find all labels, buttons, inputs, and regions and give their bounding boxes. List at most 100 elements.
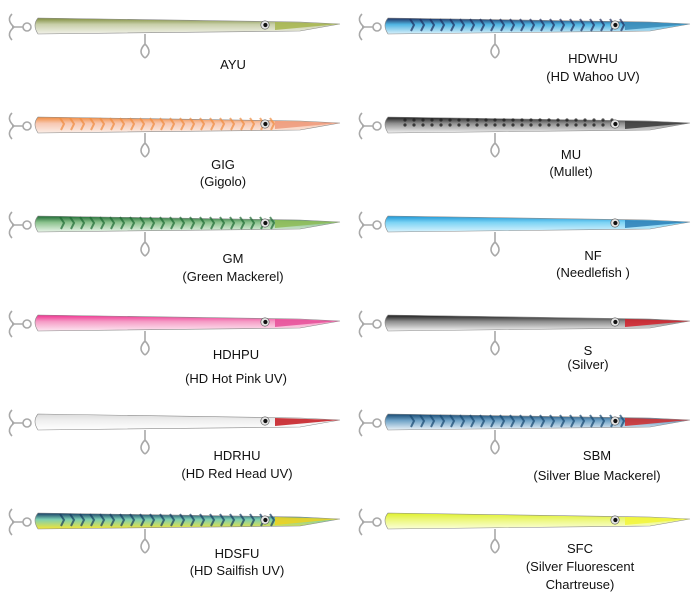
lure-color-name-label: (Mullet) <box>549 164 593 179</box>
pattern-stripe <box>429 18 436 32</box>
pattern-dot <box>403 123 407 127</box>
pattern-stripe <box>249 513 256 527</box>
pattern-stripe <box>489 18 496 32</box>
pattern-stripe <box>249 216 256 230</box>
pattern-stripe <box>589 414 596 428</box>
pattern-stripe <box>169 513 176 527</box>
pattern-stripe <box>619 414 626 428</box>
lure-nose <box>625 121 690 129</box>
pattern-dot <box>484 123 488 127</box>
pattern-stripe <box>579 18 586 32</box>
pupil-icon <box>263 319 268 325</box>
pupil-icon <box>613 418 618 424</box>
belly-hook-icon <box>140 34 150 59</box>
pupil-icon <box>263 418 268 424</box>
split-ring-icon <box>372 220 382 230</box>
pattern-stripe <box>449 414 456 428</box>
pattern-stripe <box>149 117 156 131</box>
pattern-stripe <box>509 414 516 428</box>
pattern-stripe <box>439 18 446 32</box>
lure-color-name-label: (Green Mackerel) <box>182 269 284 284</box>
pattern-stripe <box>559 414 566 428</box>
lure-item-mu: MU(Mullet) <box>350 99 700 198</box>
pattern-dot <box>583 123 587 127</box>
pattern-stripe <box>119 117 126 131</box>
pattern-stripe <box>99 216 106 230</box>
lure-item-gig: GIG(Gigolo) <box>0 99 350 198</box>
pattern-dot <box>547 118 551 122</box>
pattern-stripe <box>129 216 136 230</box>
pattern-stripe <box>549 414 556 428</box>
pattern-stripe <box>459 18 466 32</box>
pattern-stripe <box>239 117 246 131</box>
lure-color-name-label: (HD Red Head UV) <box>181 466 293 481</box>
pattern-stripe <box>129 513 136 527</box>
treble-hook-icon <box>8 409 23 437</box>
pattern-stripe <box>439 414 446 428</box>
belly-hook-icon <box>140 331 150 356</box>
lure-code-label: NF <box>584 248 602 263</box>
split-ring-icon <box>372 121 382 131</box>
pattern-stripe <box>229 216 236 230</box>
pattern-stripe <box>199 513 206 527</box>
pattern-dot <box>412 123 416 127</box>
pattern-stripe <box>169 216 176 230</box>
pattern-stripe <box>89 216 96 230</box>
pattern-stripe <box>79 117 86 131</box>
lure-illustration <box>8 13 341 59</box>
lure-code-label: GIG <box>211 157 235 172</box>
belly-hook-icon <box>490 331 500 356</box>
pattern-stripe <box>159 513 166 527</box>
pattern-dot <box>457 118 461 122</box>
lure-code-label: SBM <box>582 448 612 463</box>
pattern-stripe <box>99 117 106 131</box>
lure-code-label: HDSFU <box>214 546 260 561</box>
pattern-dot <box>529 118 533 122</box>
pattern-stripe <box>79 216 86 230</box>
pattern-stripe <box>139 216 146 230</box>
pattern-stripe <box>109 513 116 527</box>
pattern-stripe <box>69 117 76 131</box>
pattern-dot <box>484 118 488 122</box>
lure-nose <box>275 418 340 426</box>
pattern-stripe <box>449 18 456 32</box>
pattern-stripe <box>559 18 566 32</box>
pattern-dot <box>538 123 542 127</box>
lure-illustration <box>8 409 341 455</box>
pattern-stripe <box>569 414 576 428</box>
lure-item-hdrhu: HDRHU (HD Red Head UV) <box>0 396 350 495</box>
belly-hook-icon <box>490 34 500 59</box>
lure-code-label: HDRHU <box>213 448 261 463</box>
pattern-dot <box>448 118 452 122</box>
pattern-dot <box>466 118 470 122</box>
pupil-icon <box>613 220 618 226</box>
lure-color-name-label: (HD Wahoo UV) <box>546 69 640 84</box>
split-ring-icon <box>22 121 32 131</box>
pattern-stripe <box>149 216 156 230</box>
pattern-dot <box>421 118 425 122</box>
lure-item-hdsfu: HDSFU(HD Sailfish UV) <box>0 495 350 594</box>
split-ring-icon <box>22 220 32 230</box>
lure-color-name-label-line-2: Chartreuse) <box>545 577 615 592</box>
treble-hook-icon <box>8 112 23 140</box>
lure-color-name-label: (Silver) <box>567 357 609 372</box>
treble-hook-icon <box>8 508 23 536</box>
pattern-stripe <box>249 117 256 131</box>
lure-code-label: GM <box>222 251 244 266</box>
pattern-dot <box>538 118 542 122</box>
pupil-icon <box>613 22 618 28</box>
belly-hook-icon <box>140 529 150 554</box>
pattern-stripe <box>509 18 516 32</box>
pattern-dot <box>556 118 560 122</box>
pattern-stripe <box>589 18 596 32</box>
lure-nose <box>275 22 340 30</box>
lure-item-ayu: AYU <box>0 0 350 99</box>
treble-hook-icon <box>8 310 23 338</box>
pattern-stripe <box>189 117 196 131</box>
pupil-icon <box>263 121 268 127</box>
lure-illustration <box>8 310 341 356</box>
pattern-dot <box>493 118 497 122</box>
pattern-stripe <box>539 18 546 32</box>
lure-illustration <box>8 112 341 158</box>
pattern-stripe <box>499 414 506 428</box>
